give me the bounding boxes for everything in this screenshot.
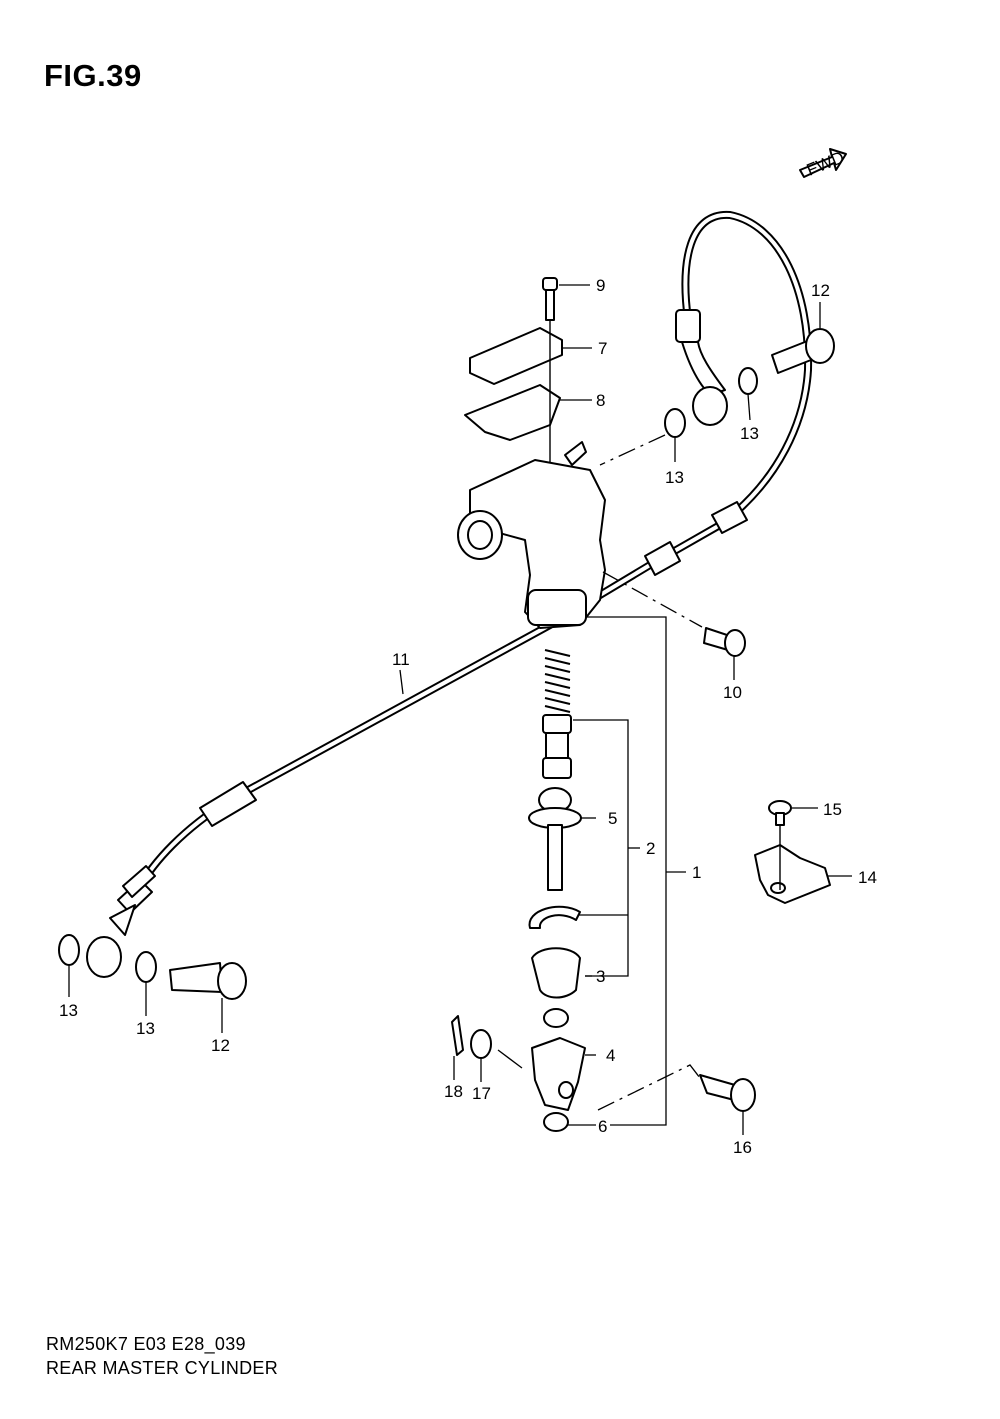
assembly-line-washer: [497, 1049, 523, 1069]
callout-4: 4: [606, 1046, 615, 1065]
callout-9: 9: [596, 276, 605, 295]
hose-clamp-part-14: [754, 844, 831, 904]
callout-labels: 9 7 8 12 13 13 10 11 5 2 1 3 4 6 15 14 1…: [59, 276, 877, 1157]
cotter-pin-part-18: [451, 1015, 464, 1056]
callout-16: 16: [733, 1138, 752, 1157]
reservoir-cap-part-7: [469, 327, 563, 385]
callout-12-lower: 12: [211, 1036, 230, 1055]
callout-13-left: 13: [59, 1001, 78, 1020]
union-bolt-part-12-upper: [771, 328, 835, 374]
callout-8: 8: [596, 391, 605, 410]
washer-part-17: [470, 1029, 492, 1059]
callout-12-upper: 12: [811, 281, 830, 300]
lock-nut-part-6: [543, 1008, 569, 1132]
callout-7: 7: [598, 339, 607, 358]
callout-18: 18: [444, 1082, 463, 1101]
diagram-code: RM250K7 E03 E28_039: [46, 1334, 246, 1354]
assembly-line-bolt: [602, 571, 703, 628]
callout-5: 5: [608, 809, 617, 828]
clevis-pin-part-16: [699, 1074, 756, 1112]
clamp-screw-part-15: [768, 800, 792, 826]
callout-10: 10: [723, 683, 742, 702]
callout-17: 17: [472, 1084, 491, 1103]
callout-13-upper-right: 13: [740, 424, 759, 443]
callout-6: 6: [598, 1117, 607, 1136]
callout-3: 3: [596, 967, 605, 986]
fwd-arrow-badge: FWD: [799, 148, 847, 180]
master-cylinder-body-part-1: [457, 441, 606, 629]
fwd-label: FWD: [804, 148, 847, 180]
mounting-bolt-part-10: [703, 627, 746, 657]
callout-11: 11: [392, 650, 410, 669]
boot-part-3: [531, 947, 581, 999]
assembly-line-upper: [599, 434, 666, 466]
brake-hose-part-11: [86, 210, 813, 978]
callout-13-lower: 13: [136, 1019, 155, 1038]
callout-15: 15: [823, 800, 842, 819]
piston-assembly-part-2: [542, 649, 572, 779]
push-rod-part-5: [528, 787, 582, 891]
rod-joint-part-4: [531, 1037, 586, 1111]
circlip: [528, 905, 581, 929]
figure-title: FIG.39: [44, 58, 142, 93]
callout-1: 1: [692, 863, 701, 882]
callout-2: 2: [646, 839, 655, 858]
diaphragm-plate-part-8: [464, 384, 561, 441]
callout-13-upper: 13: [665, 468, 684, 487]
union-bolt-part-12-lower: [169, 962, 247, 1000]
cap-screw-part-9: [542, 277, 558, 321]
diagram-name: REAR MASTER CYLINDER: [46, 1358, 279, 1378]
callout-14: 14: [858, 868, 877, 887]
assembly-line-pin: [597, 1064, 701, 1111]
gasket-washers-part-13: [58, 367, 758, 983]
leader-lines: [68, 284, 852, 1135]
